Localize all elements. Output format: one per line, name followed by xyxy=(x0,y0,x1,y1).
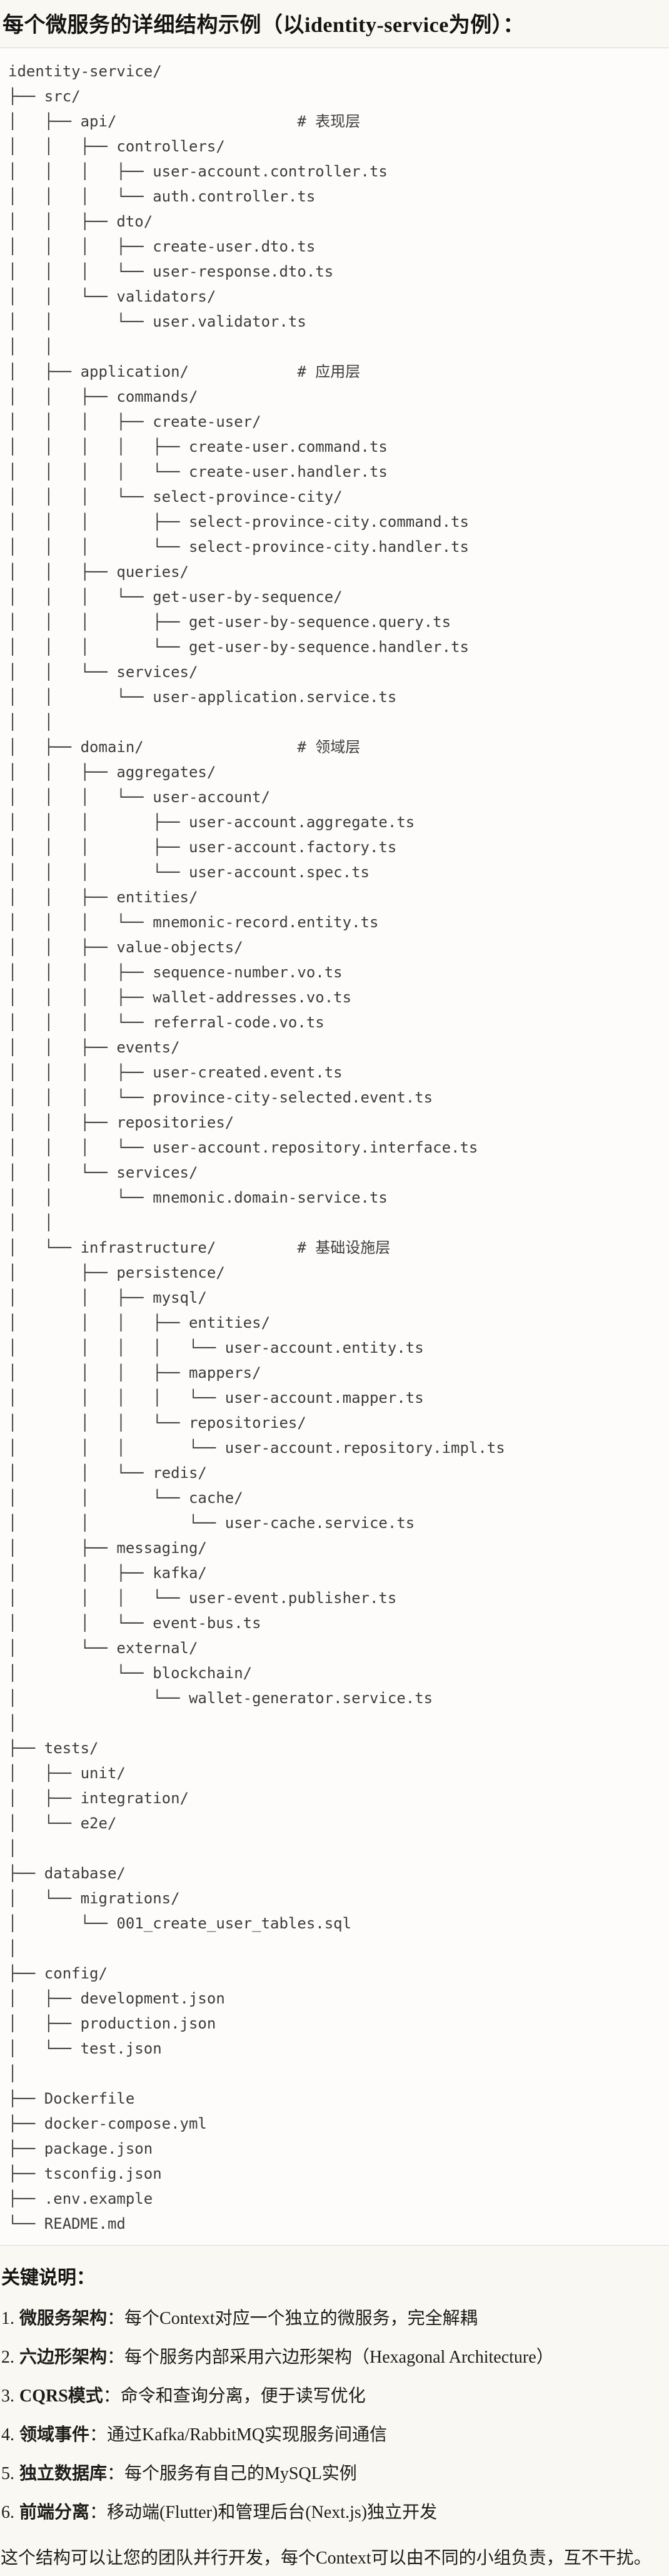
note-label: 前端分离 xyxy=(19,2503,90,2522)
file-tree-code-block: identity-service/ ├── src/ │ ├── api/ # … xyxy=(0,48,669,2246)
key-notes-list: 1. 微服务架构：每个Context对应一个独立的微服务，完全解耦 2. 六边形架构… xyxy=(0,2307,669,2524)
note-label: 微服务架构 xyxy=(19,2309,108,2328)
note-text: ：每个服务有自己的MySQL实例 xyxy=(107,2464,357,2483)
note-text: ：每个Context对应一个独立的微服务，完全解耦 xyxy=(107,2309,478,2328)
key-note-item: 5. 独立数据库：每个服务有自己的MySQL实例 xyxy=(1,2462,669,2485)
note-number: 5. xyxy=(1,2464,14,2483)
page-title: 每个微服务的详细结构示例（以identity-service为例）： xyxy=(3,14,525,37)
note-text: ：每个服务内部采用六边形架构（Hexagonal Architecture） xyxy=(107,2348,554,2367)
note-number: 1. xyxy=(1,2309,14,2328)
note-label: 领域事件 xyxy=(19,2425,90,2445)
note-label: CQRS模式 xyxy=(19,2386,103,2406)
key-note-item: 3.CQRS模式：命令和查询分离，便于读写优化 xyxy=(1,2385,669,2408)
closing-paragraph: 这个结构可以让您的团队并行开发，每个Context可以由不同的小组负责，互不干扰… xyxy=(1,2548,651,2568)
key-note-item: 1. 微服务架构：每个Context对应一个独立的微服务，完全解耦 xyxy=(1,2307,669,2330)
note-text: ：通过Kafka/RabbitMQ实现服务间通信 xyxy=(89,2425,387,2445)
note-number: 6. xyxy=(1,2503,14,2522)
note-label: 六边形架构 xyxy=(19,2348,108,2367)
note-number: 4. xyxy=(1,2425,14,2445)
key-note-item: 2. 六边形架构：每个服务内部采用六边形架构（Hexagonal Architec… xyxy=(1,2346,669,2369)
note-number: 2. xyxy=(1,2348,14,2367)
key-note-item: 6. 前端分离：移动端(Flutter)和管理后台(Next.js)独立开发 xyxy=(1,2501,669,2524)
note-text: ：命令和查询分离，便于读写优化 xyxy=(103,2386,366,2406)
note-number: 3. xyxy=(1,2386,14,2406)
note-label: 独立数据库 xyxy=(19,2464,108,2483)
key-note-item: 4.领域事件：通过Kafka/RabbitMQ实现服务间通信 xyxy=(1,2423,669,2446)
note-text: ：移动端(Flutter)和管理后台(Next.js)独立开发 xyxy=(89,2503,438,2522)
document-page: 每个微服务的详细结构示例（以identity-service为例）： ident… xyxy=(0,11,669,2576)
key-notes-heading: 关键说明： xyxy=(1,2268,95,2288)
